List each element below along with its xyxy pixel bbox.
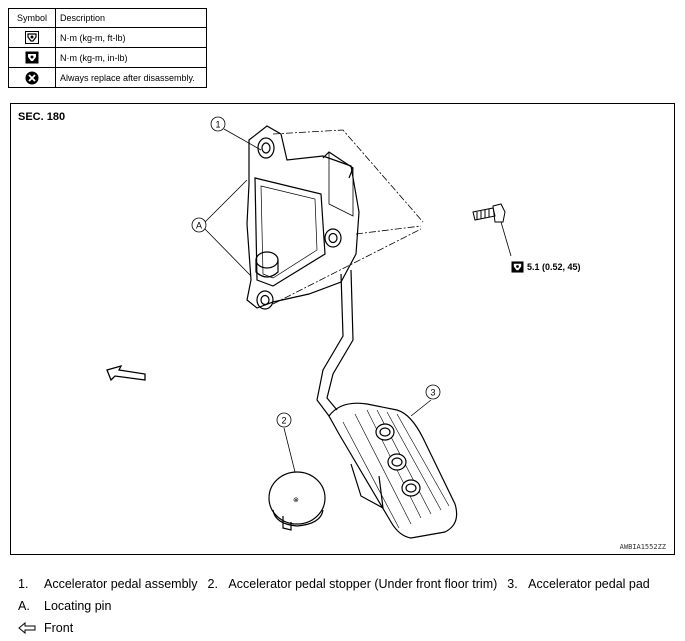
legend-num: 1. [18, 577, 29, 591]
pedal-arm [316, 269, 354, 417]
callout-1-label: 1 [215, 120, 220, 130]
replace-icon [25, 71, 39, 84]
table-row: N·m (kg-m, ft-lb) [8, 27, 207, 48]
svg-text:⊗: ⊗ [293, 497, 299, 504]
pedal-diagram: ⊗ 1 A 2 [106, 116, 512, 539]
bolt-drawing [472, 203, 512, 257]
callout-1: 1 [210, 116, 226, 132]
legend-letter: A. [18, 599, 30, 613]
callout-2-label: 2 [281, 416, 286, 426]
legend-label: Front [44, 621, 74, 635]
legend-front-row: Front [18, 617, 650, 639]
callout-3: 3 [425, 384, 441, 400]
legend-pin-row: A. Locating pin [18, 595, 650, 617]
legend-label: Accelerator pedal assembly [44, 577, 198, 591]
legend-label: Accelerator pedal stopper (Under front f… [228, 577, 498, 591]
symbol-table: Symbol Description N·m (kg-m, ft-lb) N·m… [8, 8, 207, 88]
torque-value: 5.1 (0.52, 45) [527, 262, 581, 272]
callout-a: A [191, 217, 207, 233]
torque-wrench-icon [511, 261, 524, 273]
legend-num: 2. [207, 577, 218, 591]
front-arrow-figure [106, 364, 146, 382]
torque-spec: 5.1 (0.52, 45) [511, 261, 581, 273]
pedal-figure: SEC. 180 [10, 103, 675, 555]
callout-a-leaders [203, 179, 252, 277]
section-label: SEC. 180 [18, 111, 66, 123]
legend-parts-row: 1. Accelerator pedal assembly 2. Accelerat… [18, 573, 650, 595]
callout-a-label: A [196, 221, 202, 231]
callout-3-label: 3 [430, 388, 435, 398]
symbol-header: Symbol [8, 8, 56, 28]
torque-wrench-icon [25, 31, 39, 44]
legend-label: Locating pin [44, 599, 112, 613]
table-row: N·m (kg-m, in-lb) [8, 47, 207, 68]
description-cell: Always replace after disassembly. [55, 67, 207, 88]
description-cell: N·m (kg-m, ft-lb) [55, 27, 207, 48]
pedal-stopper-drawing: ⊗ [268, 471, 326, 531]
pedal-pad-drawing [328, 402, 458, 539]
front-arrow-icon [18, 621, 36, 635]
table-row: Always replace after disassembly. [8, 67, 207, 88]
leader-lines [272, 129, 424, 305]
torque-wrench-small-icon [25, 51, 39, 64]
callout-2: 2 [276, 412, 292, 428]
description-cell: N·m (kg-m, in-lb) [55, 47, 207, 68]
legend: 1. Accelerator pedal assembly 2. Accelerat… [18, 573, 650, 639]
legend-num: 3. [507, 577, 518, 591]
figure-id: AWBIA1552ZZ [619, 543, 666, 551]
pedal-bracket [246, 125, 360, 310]
description-header: Description [55, 8, 207, 28]
legend-label: Accelerator pedal pad [528, 577, 650, 591]
